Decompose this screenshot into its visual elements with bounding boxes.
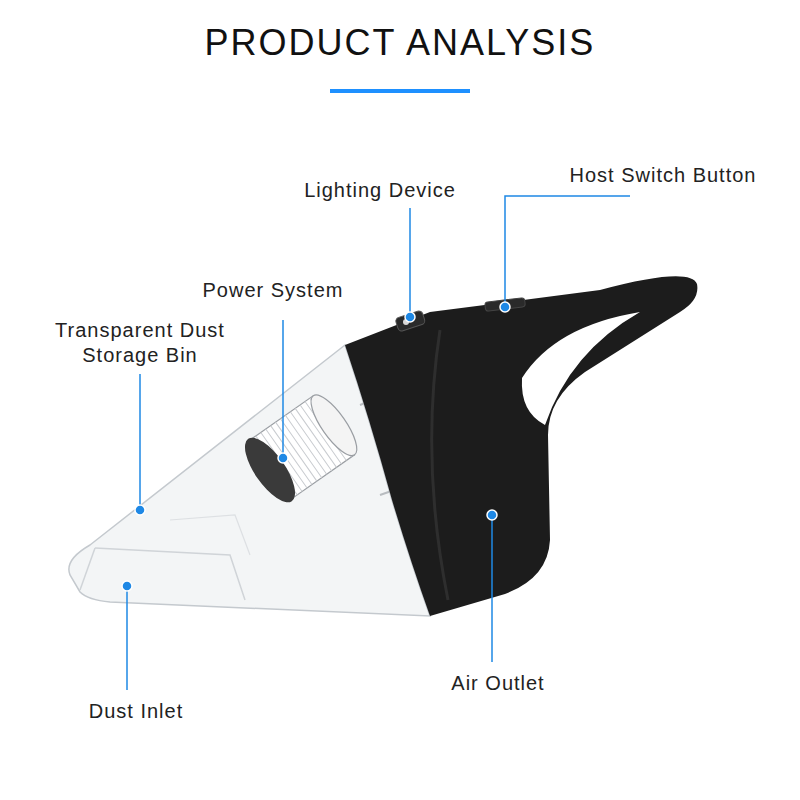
leader-line	[282, 320, 284, 456]
filter-cap	[236, 430, 304, 509]
leader-dot	[500, 302, 510, 312]
handle-opening	[522, 312, 640, 425]
leader-line	[505, 196, 630, 306]
bin-inner-edge	[170, 515, 250, 555]
nozzle-edge	[95, 548, 245, 600]
leader-line	[126, 586, 128, 690]
body-seam	[432, 330, 448, 600]
leader-line	[409, 208, 411, 316]
leader-dot	[405, 312, 415, 322]
leader-lines	[127, 196, 630, 690]
part-label: Dust Inlet	[89, 699, 183, 724]
filter-end	[303, 389, 364, 462]
leader-dot	[278, 453, 288, 463]
lighting-device	[395, 310, 426, 332]
leader-dot	[487, 510, 497, 520]
leader-line	[139, 374, 141, 508]
filter	[236, 387, 366, 509]
part-label: Transparent Dust Storage Bin	[35, 318, 245, 368]
part-label: Air Outlet	[451, 671, 544, 696]
vacuum-body	[345, 276, 697, 616]
leader-dot	[135, 505, 145, 515]
title-underline	[330, 89, 470, 93]
part-label: Lighting Device	[304, 178, 456, 203]
page-title: PRODUCT ANALYSIS	[205, 22, 596, 64]
nozzle-edge	[80, 548, 95, 590]
leader-line	[491, 515, 493, 662]
part-label: Power System	[203, 278, 344, 303]
leader-dot	[122, 581, 132, 591]
part-label: Host Switch Button	[570, 163, 757, 188]
